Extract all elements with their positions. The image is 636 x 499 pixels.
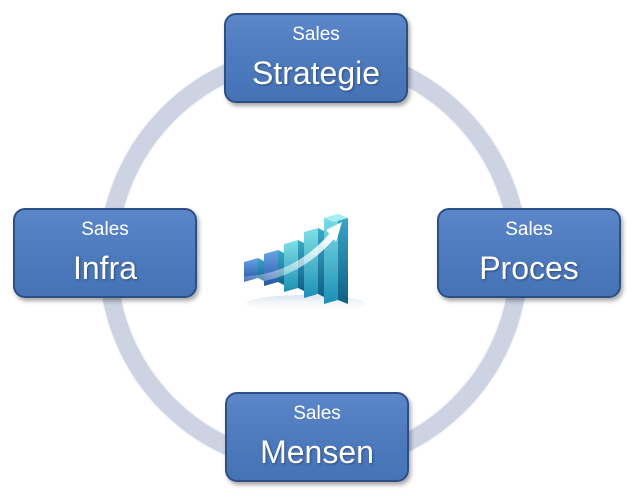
- node-right-title: Proces: [479, 250, 579, 286]
- node-sales-proces: Sales Proces: [437, 208, 621, 298]
- node-bottom-title: Mensen: [260, 434, 374, 470]
- node-top-title: Strategie: [251, 55, 381, 91]
- node-sales-infra: Sales Infra: [13, 208, 197, 298]
- node-left-title: Infra: [72, 250, 138, 286]
- node-bottom-subtitle: Sales: [293, 403, 341, 424]
- node-sales-mensen: Sales Mensen: [225, 392, 409, 482]
- node-sales-strategie: Sales Strategie: [224, 13, 408, 103]
- node-right-subtitle: Sales: [505, 219, 553, 240]
- node-top-subtitle: Sales: [292, 24, 340, 45]
- rising-bar-chart-icon: [236, 200, 368, 320]
- node-left-subtitle: Sales: [81, 219, 129, 240]
